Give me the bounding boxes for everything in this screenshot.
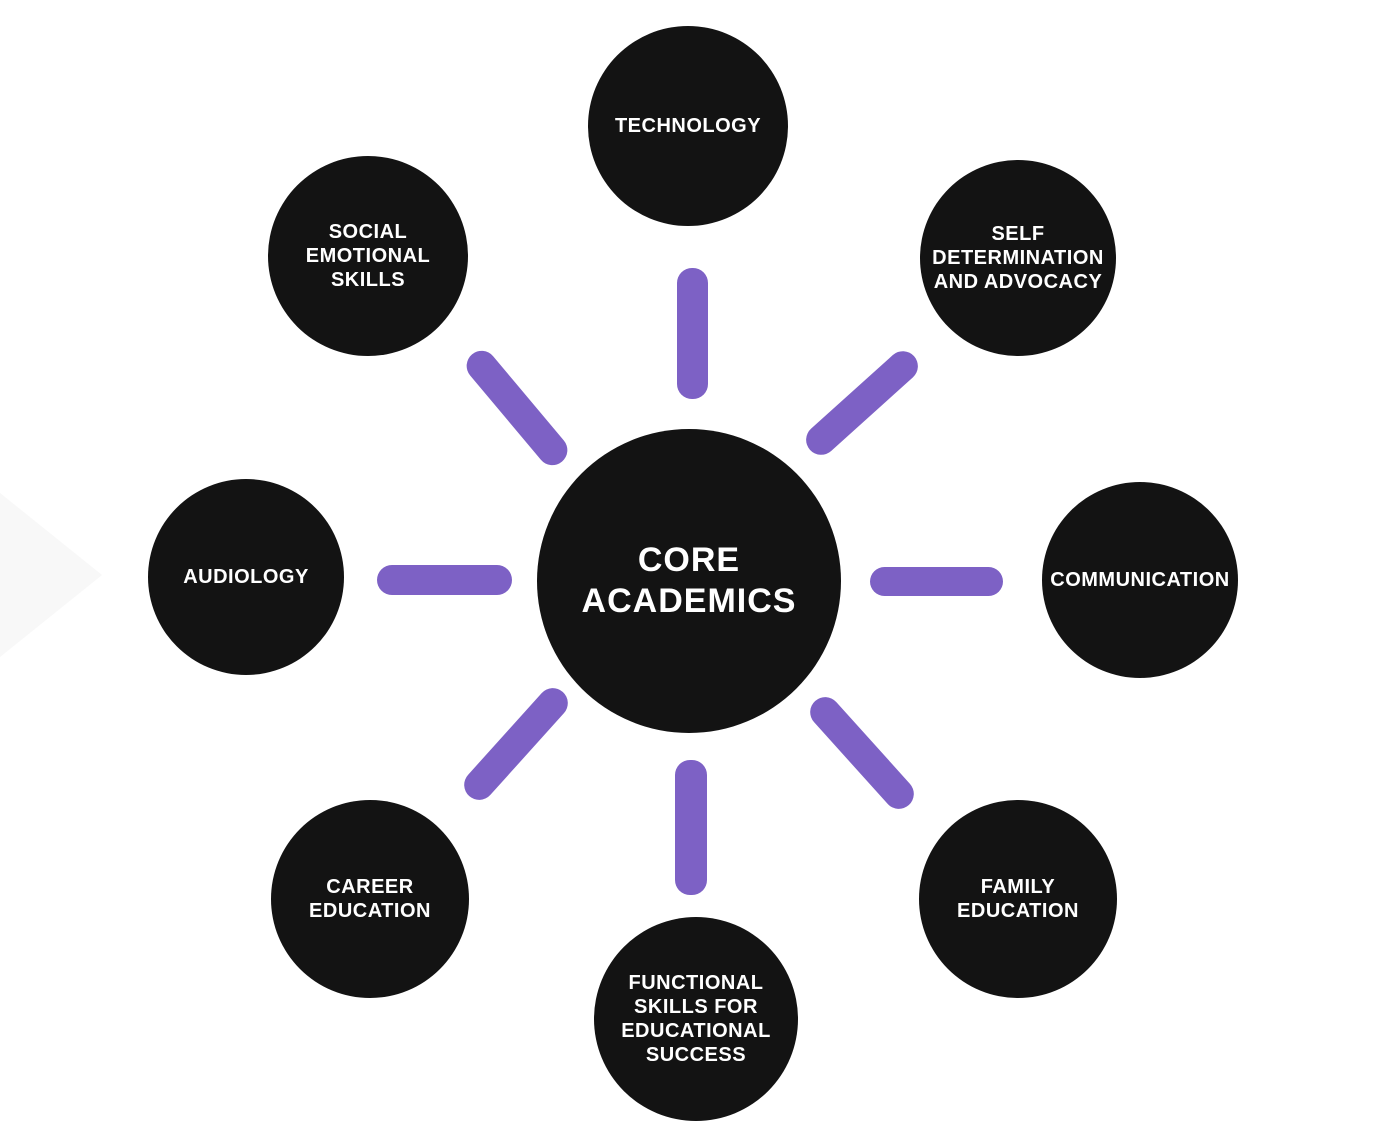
- node-technology: TECHNOLOGY: [588, 26, 788, 226]
- spoke-top-left: [460, 344, 574, 472]
- node-communication: COMMUNICATION: [1042, 482, 1238, 678]
- node-social-emotional-skills: SOCIAL EMOTIONAL SKILLS: [268, 156, 468, 356]
- background-watermark-triangle: [0, 493, 102, 657]
- node-label-self-determination-and-advocacy: SELF DETERMINATION AND ADVOCACY: [932, 223, 1104, 293]
- node-label-family-education: FAMILY EDUCATION: [957, 876, 1079, 922]
- spoke-right: [870, 567, 1003, 596]
- spoke-top: [677, 268, 708, 399]
- node-label-audiology: AUDIOLOGY: [183, 566, 309, 588]
- node-self-determination-and-advocacy: SELF DETERMINATION AND ADVOCACY: [920, 160, 1116, 356]
- node-audiology: AUDIOLOGY: [148, 479, 344, 675]
- node-label-social-emotional-skills: SOCIAL EMOTIONAL SKILLS: [305, 221, 431, 291]
- node-label-career-education: CAREER EDUCATION: [309, 876, 431, 922]
- spoke-left: [377, 565, 512, 595]
- spoke-bottom-right: [804, 690, 920, 816]
- spoke-bottom: [675, 760, 707, 895]
- spoke-bottom-left: [458, 681, 574, 807]
- node-functional-skills-for-educational-success: FUNCTIONAL SKILLS FOR EDUCATIONAL SUCCES…: [594, 917, 798, 1121]
- node-label-functional-skills-for-educational-success: FUNCTIONAL SKILLS FOR EDUCATIONAL SUCCES…: [621, 972, 771, 1066]
- hub-label: CORE ACADEMICS: [581, 541, 797, 620]
- hub-node-core-academics: CORE ACADEMICS: [537, 429, 841, 733]
- node-label-communication: COMMUNICATION: [1050, 569, 1230, 591]
- node-label-technology: TECHNOLOGY: [614, 115, 762, 137]
- node-family-education: FAMILY EDUCATION: [919, 800, 1117, 998]
- node-career-education: CAREER EDUCATION: [271, 800, 469, 998]
- spoke-top-right: [799, 345, 925, 461]
